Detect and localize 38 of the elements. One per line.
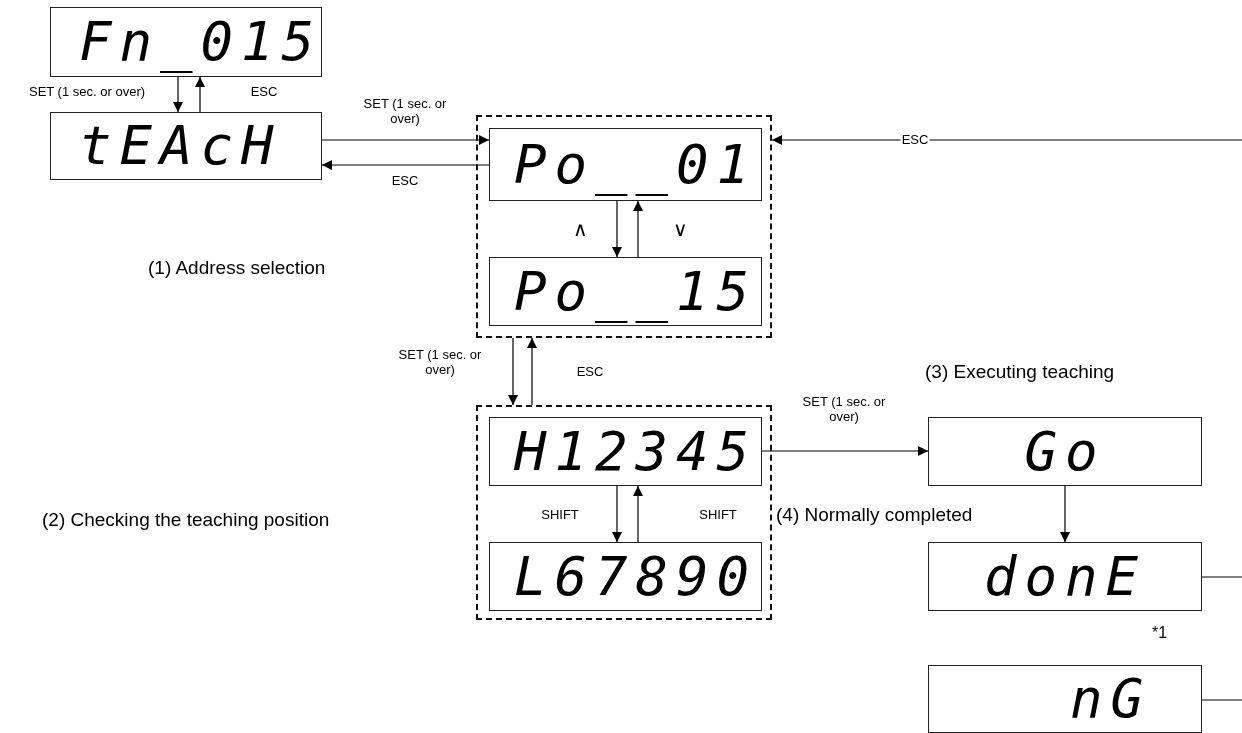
display-readout: nG (1069, 672, 1151, 726)
connector-line (1201, 576, 1242, 578)
arrow (1060, 485, 1070, 543)
arrow (321, 135, 490, 145)
annotation-text: (4) Normally completed (776, 504, 973, 526)
connector-line (1201, 699, 1242, 701)
display-readout: tEAcH (79, 119, 282, 173)
display-panel (489, 542, 762, 611)
display-panel (50, 7, 322, 77)
display-panel (928, 542, 1202, 611)
display-panel (50, 112, 322, 180)
display-panel (489, 128, 762, 201)
arrow (508, 337, 518, 406)
arrow (612, 485, 622, 543)
arrow (195, 76, 205, 113)
edge-label: SET (1 sec. or over) (27, 84, 147, 100)
annotation-text: (1) Address selection (148, 257, 326, 279)
display-readout: Go (1024, 424, 1106, 479)
display-readout: donE (983, 549, 1146, 604)
dashed-group-frame (476, 115, 772, 338)
annotation-text: (2) Checking the teaching position (42, 509, 330, 531)
annotation-text: *1 (1152, 624, 1168, 642)
arrow (761, 446, 929, 456)
arrow (321, 160, 490, 170)
arrow (771, 135, 1242, 145)
arrow (633, 485, 643, 543)
display-panel (928, 417, 1202, 486)
display-readout: L67890 (514, 549, 758, 604)
display-panel (489, 257, 762, 326)
dashed-group-frame (476, 405, 772, 620)
arrow (633, 200, 643, 258)
arrow (527, 337, 537, 406)
arrow (173, 76, 183, 113)
display-readout: H12345 (514, 424, 758, 479)
annotation-text: (3) Executing teaching (925, 361, 1115, 383)
display-panel (489, 417, 762, 486)
display-panel (928, 665, 1202, 733)
arrow (612, 200, 622, 258)
